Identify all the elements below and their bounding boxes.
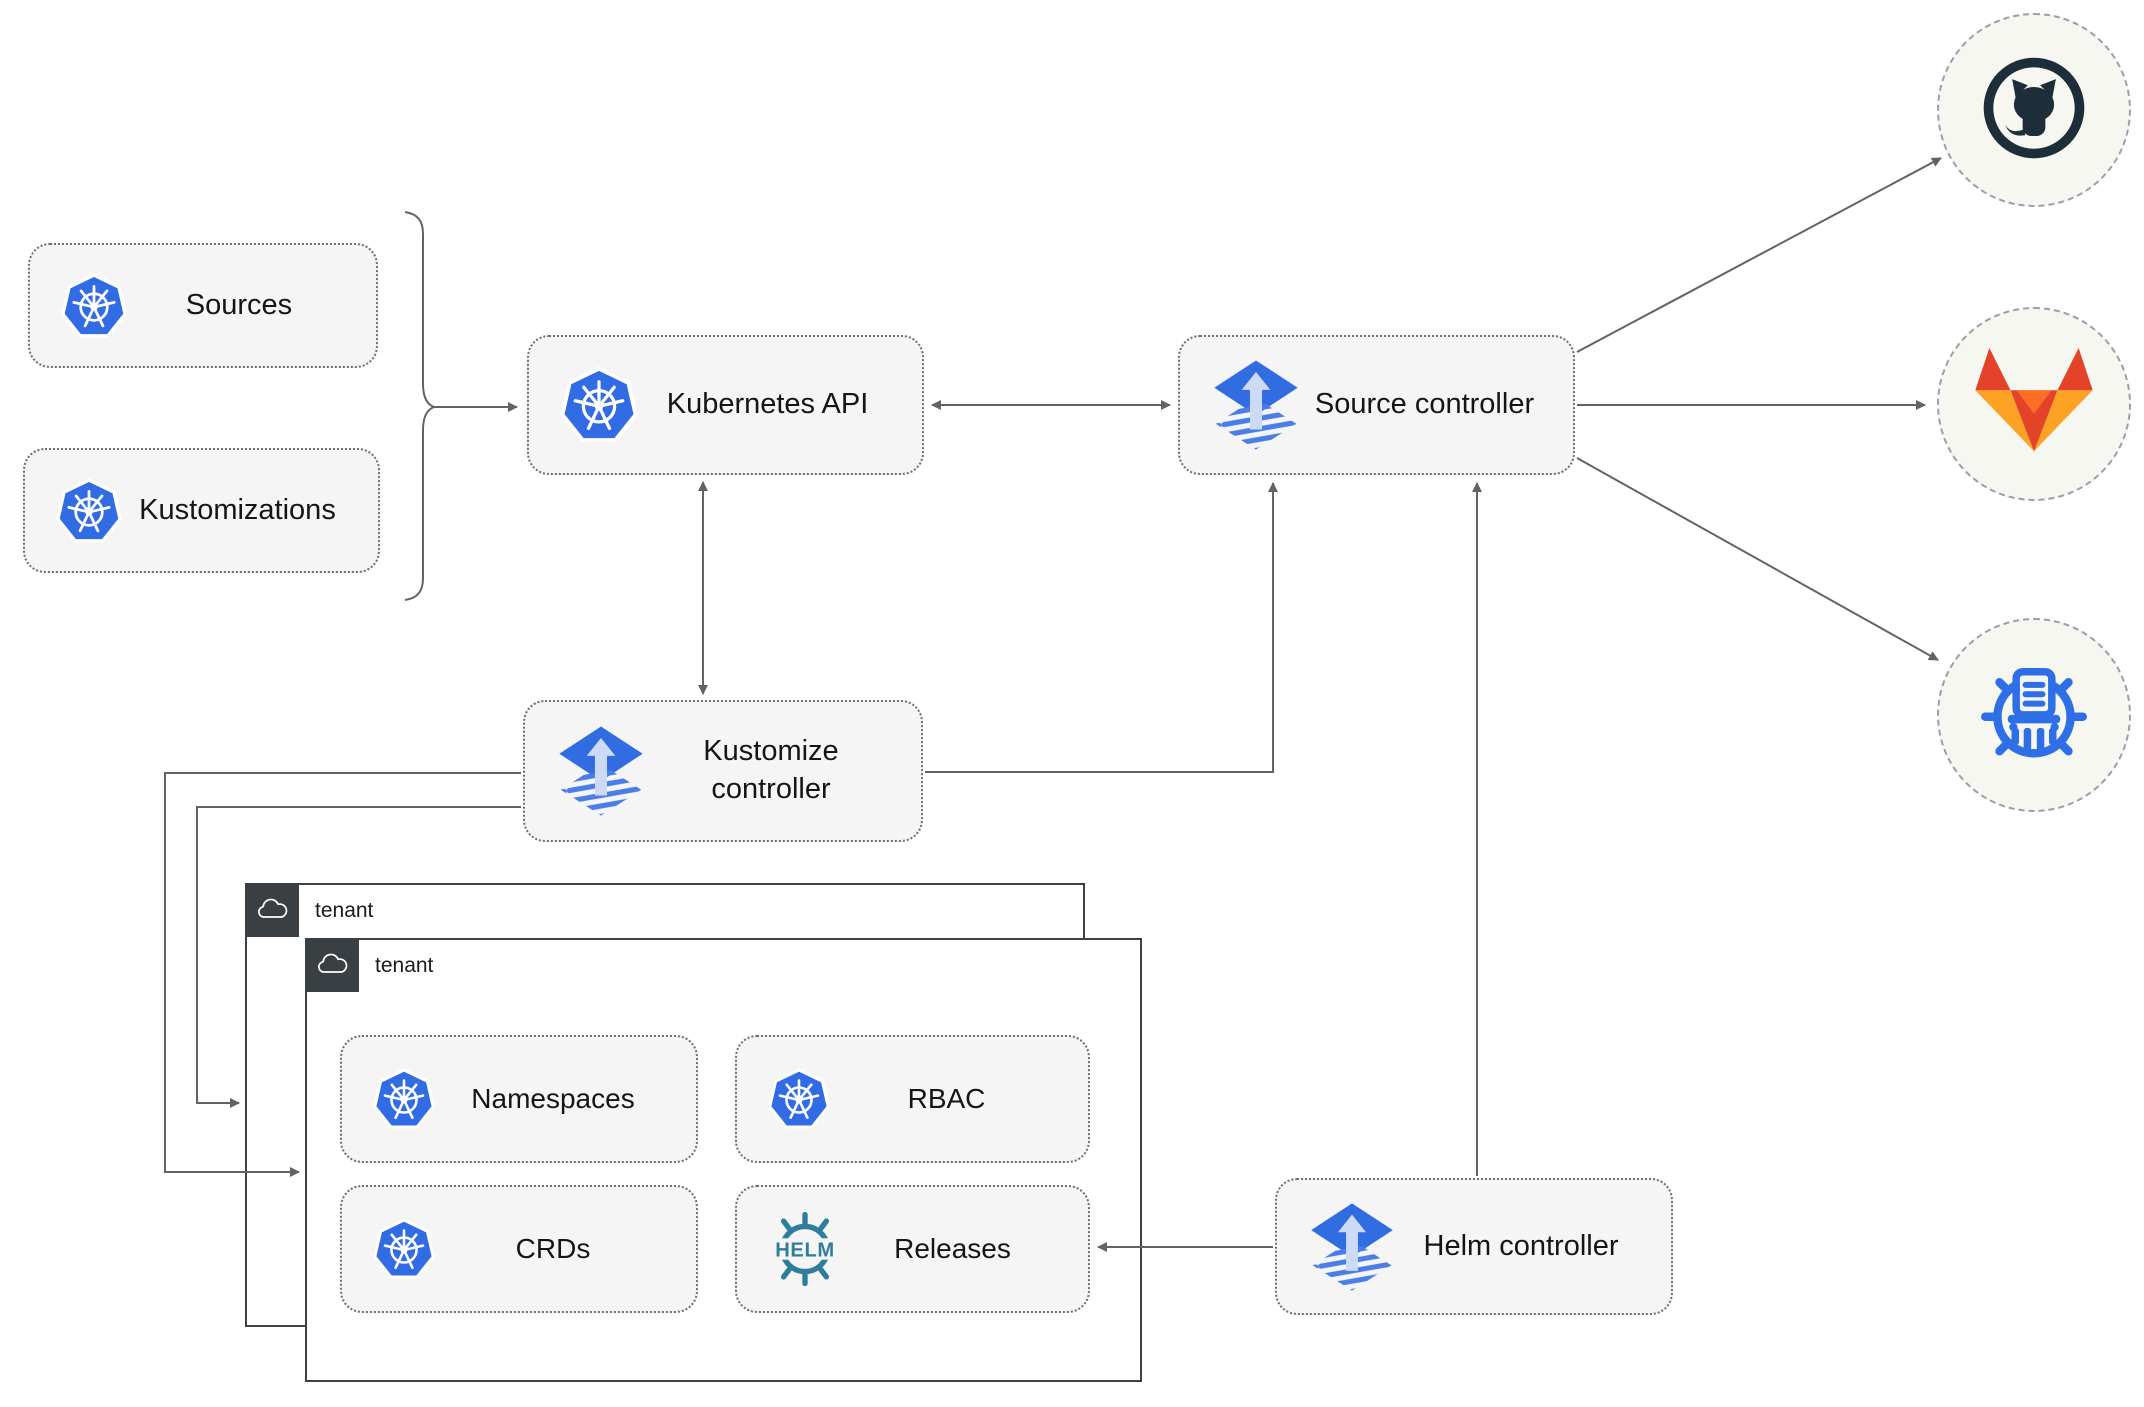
tenant-label: tenant	[315, 899, 374, 922]
node-label: CRDs	[515, 1232, 591, 1264]
node-label: Helm controller	[1423, 1229, 1619, 1262]
helm-icon: HELM	[767, 1211, 843, 1287]
flux-icon	[1210, 359, 1302, 451]
node-rbac: RBAC	[735, 1035, 1090, 1163]
github-endpoint	[1937, 13, 2131, 207]
node-kubernetes-api: Kubernetes API	[527, 335, 924, 475]
node-label: RBAC	[907, 1082, 986, 1114]
gitlab-icon	[1975, 347, 2093, 461]
node-releases: HELM Releases	[735, 1185, 1090, 1313]
node-crds: CRDs	[340, 1185, 698, 1313]
node-label: Kustomize controller	[703, 735, 839, 805]
cloud-icon	[305, 938, 359, 992]
node-label: Source controller	[1314, 388, 1535, 421]
kubernetes-icon	[60, 272, 128, 340]
tenant-label: tenant	[375, 954, 434, 977]
svg-text:HELM: HELM	[775, 1240, 835, 1262]
node-label: Namespaces	[471, 1082, 635, 1114]
node-namespaces: Namespaces	[340, 1035, 698, 1163]
gitlab-endpoint	[1937, 307, 2131, 501]
flux-icon	[555, 725, 647, 817]
node-source-controller: Source controller	[1178, 335, 1575, 475]
chartmuseum-endpoint	[1937, 618, 2131, 812]
kubernetes-icon	[559, 365, 639, 445]
node-kustomize-controller: Kustomize controller	[523, 700, 923, 842]
kubernetes-icon	[55, 477, 123, 545]
kubernetes-icon	[372, 1067, 436, 1131]
node-label: Releases	[894, 1232, 1011, 1264]
github-icon	[1978, 52, 2090, 169]
kubernetes-icon	[767, 1067, 831, 1131]
brace	[404, 211, 437, 601]
node-label: Kustomizations	[139, 493, 336, 526]
node-sources: Sources	[28, 243, 378, 368]
cloud-icon	[245, 883, 299, 937]
node-label: Sources	[185, 288, 293, 321]
node-helm-controller: Helm controller	[1275, 1178, 1673, 1315]
node-kustomizations: Kustomizations	[23, 448, 380, 573]
node-label: Kubernetes API	[666, 388, 869, 421]
chartmuseum-icon	[1974, 653, 2094, 778]
flux-icon	[1307, 1202, 1397, 1292]
kubernetes-icon	[372, 1217, 436, 1281]
